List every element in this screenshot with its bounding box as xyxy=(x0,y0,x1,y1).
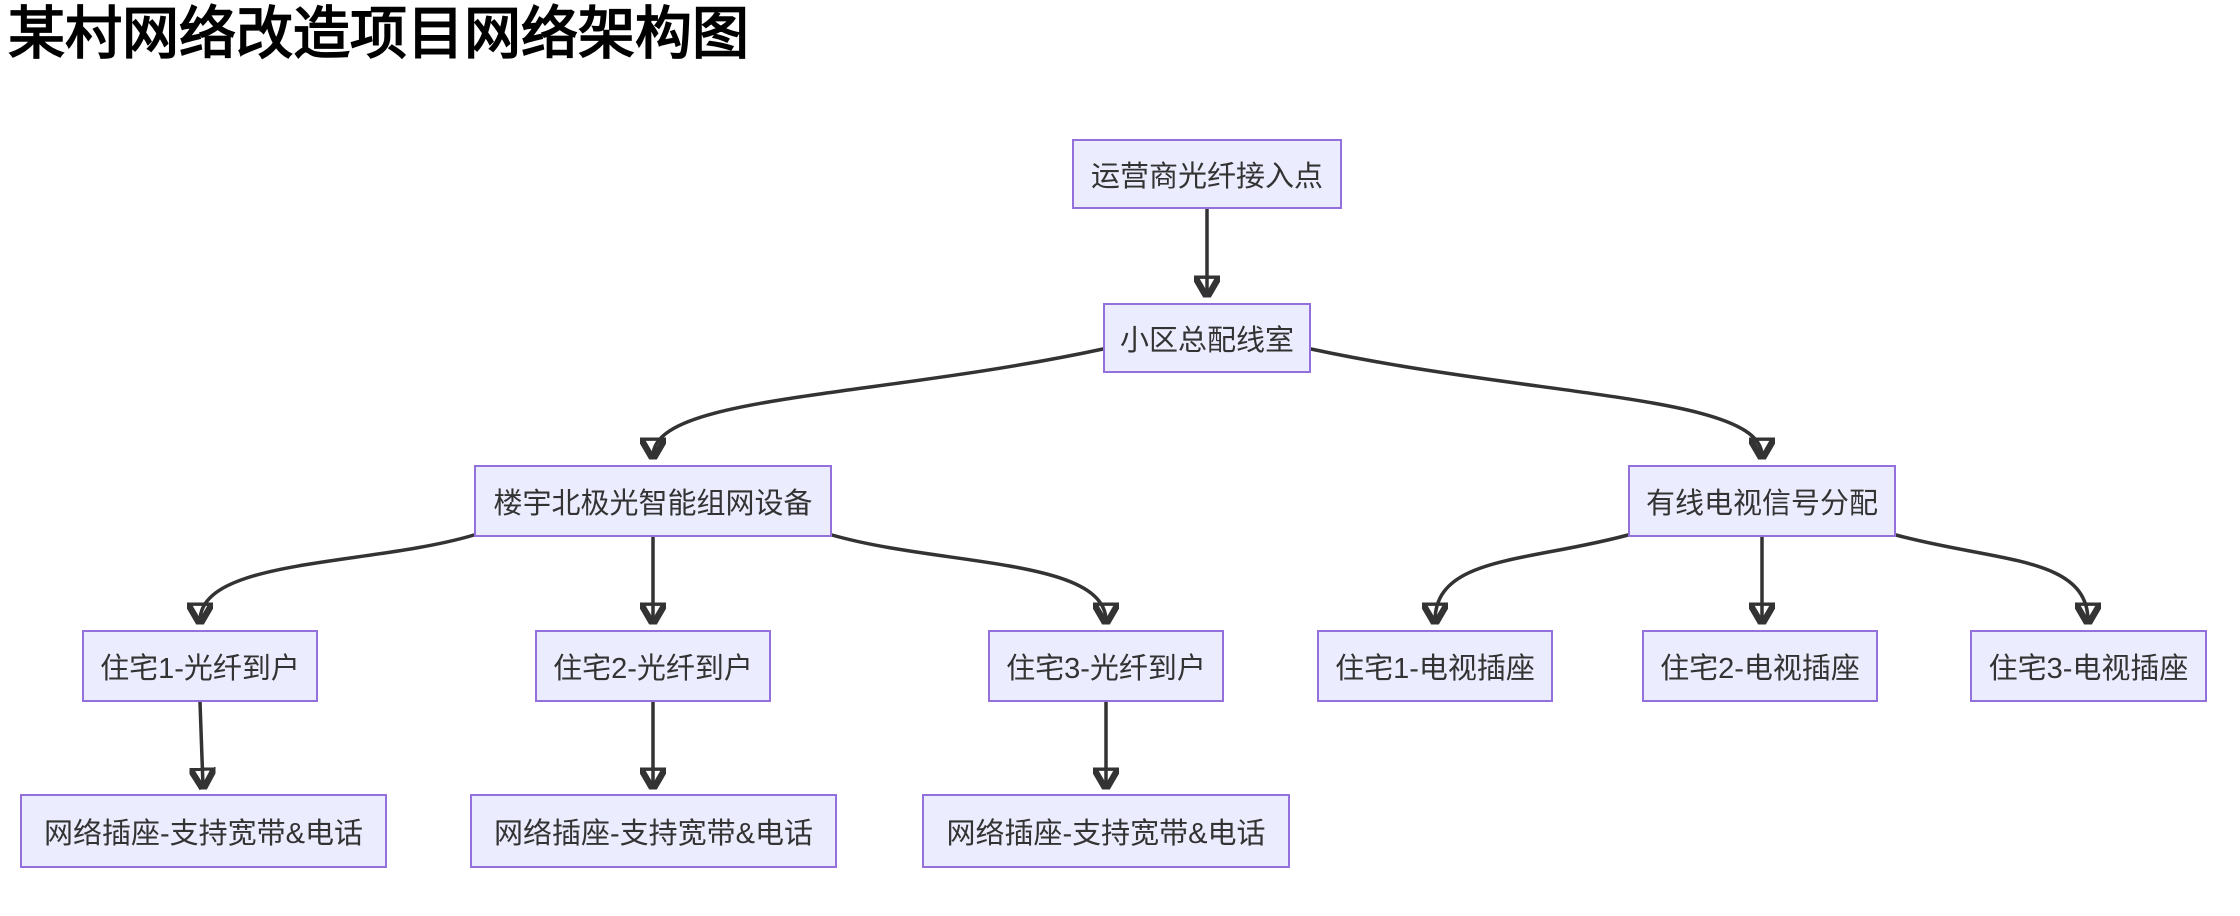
node-label: 小区总配线室 xyxy=(1119,325,1294,357)
node-residence-2-ftth: 住宅2-光纤到户 xyxy=(535,630,771,702)
node-residence-1-ftth: 住宅1-光纤到户 xyxy=(82,630,318,702)
node-label: 住宅2-光纤到户 xyxy=(553,653,753,685)
edge-catv-to-residence3-tv xyxy=(1894,533,2088,621)
node-operator-fiber-access-point: 运营商光纤接入点 xyxy=(1072,139,1342,209)
node-residence-3-ftth: 住宅3-光纤到户 xyxy=(988,630,1224,702)
node-label: 网络插座-支持宽带&电话 xyxy=(43,818,363,850)
node-label: 网络插座-支持宽带&电话 xyxy=(493,818,813,850)
edge-aurora-to-residence3-ftth xyxy=(830,533,1106,621)
node-label: 住宅2-电视插座 xyxy=(1660,653,1860,685)
node-community-main-distribution-room: 小区总配线室 xyxy=(1103,303,1311,373)
node-label: 有线电视信号分配 xyxy=(1645,488,1878,520)
node-residence-2-tv-outlet: 住宅2-电视插座 xyxy=(1642,630,1878,702)
node-label: 运营商光纤接入点 xyxy=(1090,161,1323,193)
edge-aurora-to-residence1-ftth xyxy=(200,533,476,621)
node-label: 住宅1-光纤到户 xyxy=(100,653,300,685)
node-label: 住宅1-电视插座 xyxy=(1335,653,1535,685)
node-residence-1-tv-outlet: 住宅1-电视插座 xyxy=(1317,630,1553,702)
node-label: 楼宇北极光智能组网设备 xyxy=(493,488,813,520)
node-building-aurora-smart-network-device: 楼宇北极光智能组网设备 xyxy=(474,465,832,537)
edge-residence1-to-network-outlet1 xyxy=(200,700,203,786)
edge-distribution-room-to-aurora-device xyxy=(653,347,1105,456)
edge-distribution-room-to-catv xyxy=(1309,347,1762,456)
node-network-outlet-residence-1: 网络插座-支持宽带&电话 xyxy=(20,794,387,868)
node-label: 住宅3-电视插座 xyxy=(1988,653,2189,685)
node-network-outlet-residence-2: 网络插座-支持宽带&电话 xyxy=(470,794,837,868)
node-label: 住宅3-光纤到户 xyxy=(1006,653,1206,685)
node-residence-3-tv-outlet: 住宅3-电视插座 xyxy=(1970,630,2207,702)
edge-catv-to-residence1-tv xyxy=(1435,533,1630,621)
node-cable-tv-signal-distribution: 有线电视信号分配 xyxy=(1628,465,1896,537)
node-label: 网络插座-支持宽带&电话 xyxy=(946,818,1266,850)
node-network-outlet-residence-3: 网络插座-支持宽带&电话 xyxy=(922,794,1290,868)
page-title: 某村网络改造项目网络架构图 xyxy=(8,2,749,66)
